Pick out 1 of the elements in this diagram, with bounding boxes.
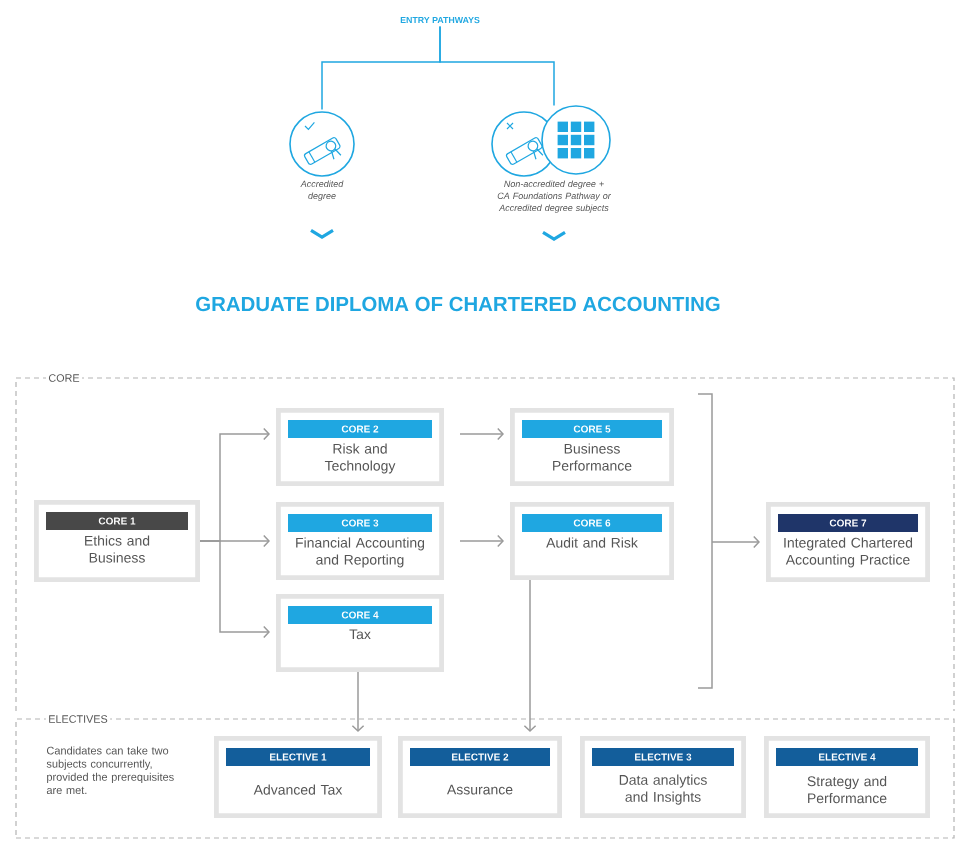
- title: GRADUATE DIPLOMA OF CHARTERED ACCOUNTING: [196, 296, 720, 312]
